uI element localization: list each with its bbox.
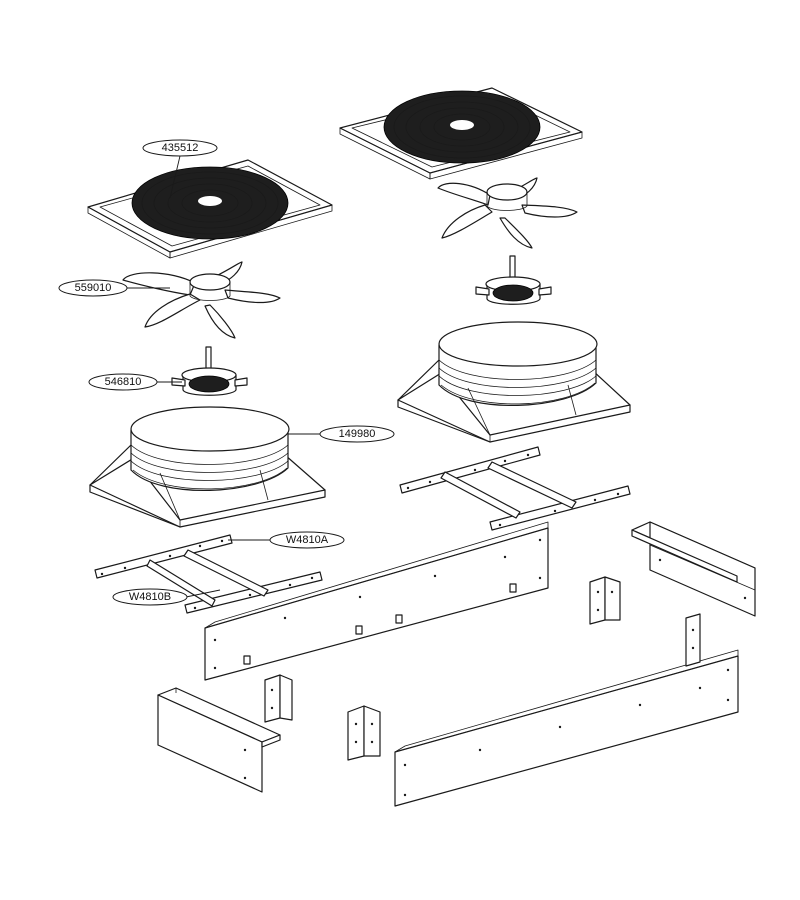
fan-blade-right (437, 177, 578, 249)
callout-motor: 546810 (88, 373, 182, 391)
callout-fan-blade-label: 559010 (75, 282, 112, 294)
fan-motor-right (475, 255, 552, 305)
fan-shroud-left (89, 406, 326, 528)
fan-blade-left (122, 261, 281, 339)
callout-guard-label: 435512 (162, 142, 199, 154)
callout-motor-label: 546810 (105, 376, 142, 388)
fan-guard-left (87, 159, 333, 259)
callout-shroud-label: 149980 (339, 428, 376, 440)
callout-bracket-a-label: W4810A (286, 534, 329, 546)
corner-post-2 (589, 576, 621, 625)
base-end-channel-right (631, 521, 756, 617)
corner-post-1 (264, 674, 293, 723)
base-end-channel-left (157, 687, 281, 793)
fan-motor-left (171, 346, 248, 396)
callout-guard: 435512 (142, 139, 218, 199)
callout-bracket-a: W4810A (228, 531, 345, 549)
callout-bracket-b: W4810B (112, 588, 221, 606)
mounting-bracket-right (399, 446, 631, 531)
base-side-panel-upper (204, 521, 549, 681)
fan-guard-right (339, 87, 583, 180)
corner-post-4 (347, 705, 381, 761)
corner-post-3 (685, 613, 701, 667)
fan-shroud-right (397, 321, 631, 443)
callout-bracket-b-label: W4810B (129, 591, 171, 603)
callout-fan-blade: 559010 (58, 279, 170, 297)
callout-shroud: 149980 (288, 425, 395, 443)
base-side-panel-lower (394, 649, 739, 807)
